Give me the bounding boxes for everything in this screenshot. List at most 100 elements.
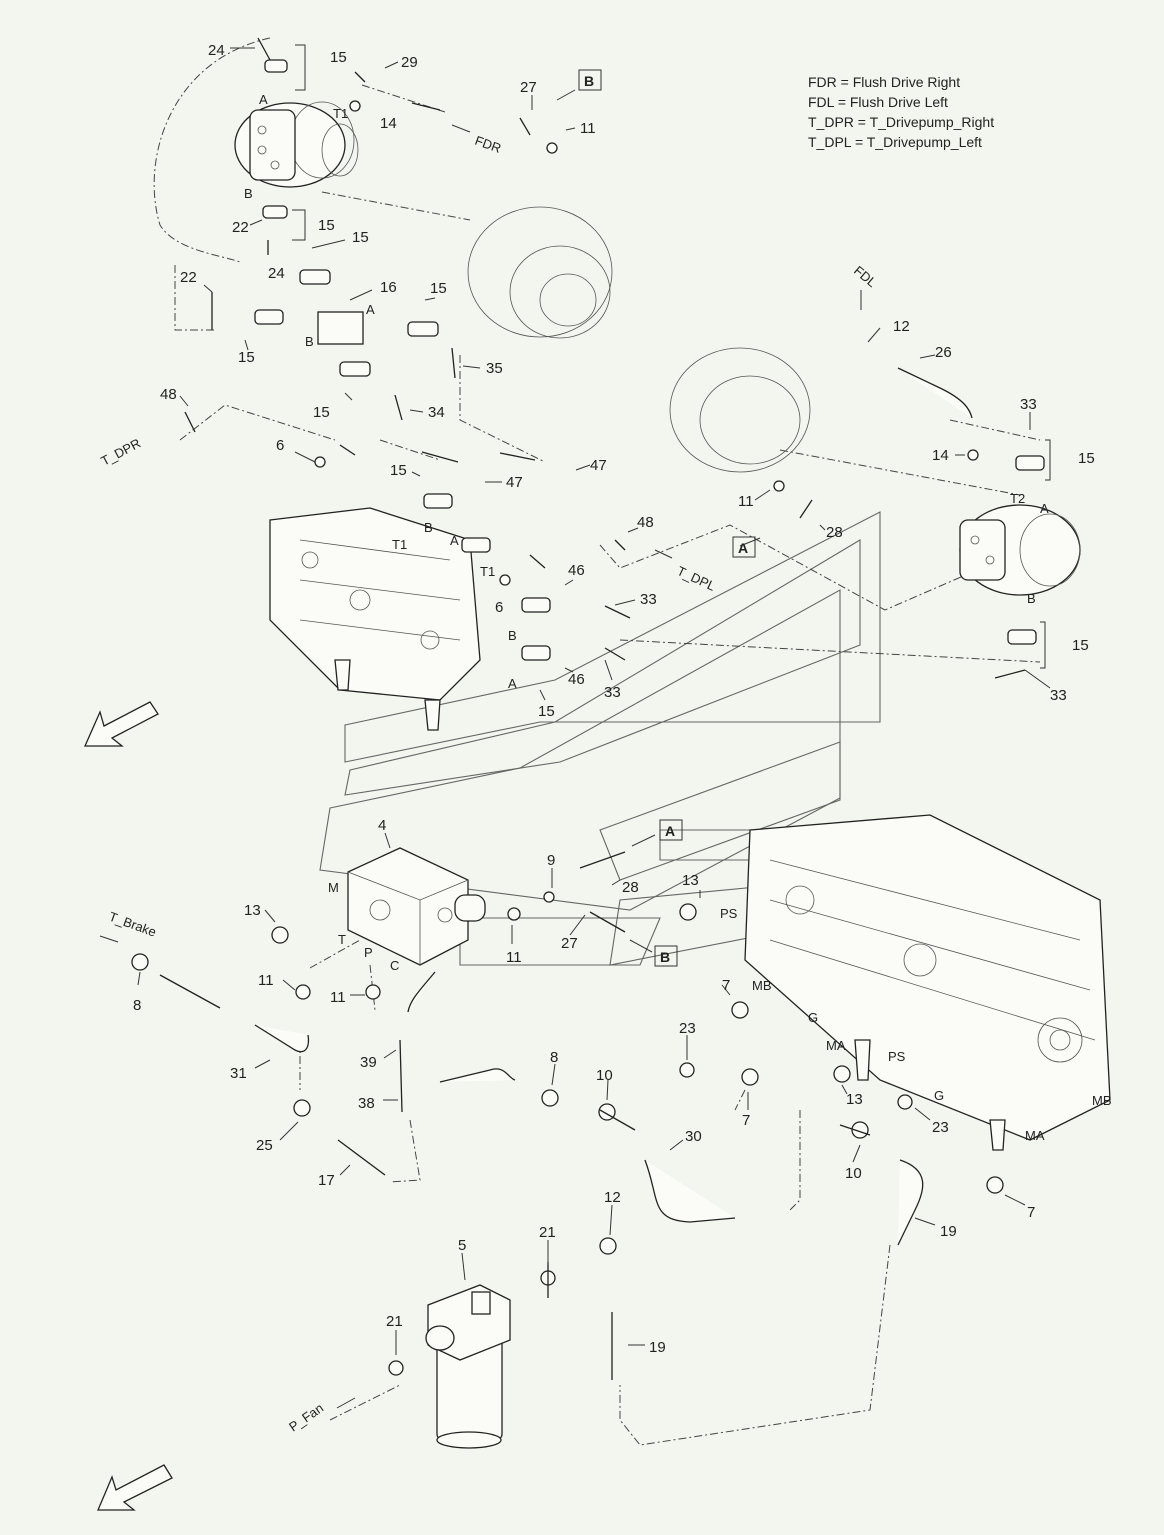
ref-box-a-mid: A: [665, 823, 675, 839]
callout-46-a: 46: [568, 562, 585, 579]
flow-label-p-fan: P_Fan: [286, 1400, 326, 1434]
callout-47-b: 47: [590, 457, 607, 474]
fittings: [131, 59, 1045, 1376]
legend-line-fdl: FDL = Flush Drive Left: [808, 94, 948, 110]
filter-housing: [425, 1284, 511, 1449]
callout-12-b: 12: [604, 1189, 621, 1206]
callout-6-a: 6: [276, 437, 284, 454]
flow-label-t-dpl: T_DPL: [675, 563, 718, 594]
port-t1-2: T1: [392, 537, 407, 552]
callout-22-b: 22: [180, 269, 197, 286]
flow-label-t-brake: T_Brake: [107, 909, 158, 940]
legend: FDR = Flush Drive Right FDL = Flush Driv…: [808, 72, 994, 152]
callout-15-h: 15: [1078, 450, 1095, 467]
callout-30: 30: [685, 1128, 702, 1145]
callout-46-b: 46: [568, 671, 585, 688]
flow-arrows: [99, 89, 862, 1409]
callout-7-b: 7: [742, 1112, 750, 1129]
callout-8-a: 8: [133, 997, 141, 1014]
callout-12-a: 12: [893, 318, 910, 335]
callout-10-b: 10: [845, 1165, 862, 1182]
callout-15-a: 15: [330, 49, 347, 66]
port-a-4: A: [508, 676, 517, 691]
flow-labels: FDR FDL T_DPR T_DPL T_Brake P_Fan: [98, 133, 879, 1435]
callout-14-b: 14: [932, 447, 949, 464]
callout-24-b: 24: [268, 265, 285, 282]
port-t1-1: T1: [333, 106, 348, 121]
callout-7-a: 7: [722, 977, 730, 994]
callout-15-g: 15: [390, 462, 407, 479]
port-a-5: A: [1040, 501, 1049, 516]
callout-21-b: 21: [386, 1313, 403, 1330]
callout-21-a: 21: [539, 1224, 556, 1241]
callout-29: 29: [401, 54, 418, 71]
drive-motor-left: [234, 101, 359, 188]
callout-9: 9: [547, 852, 555, 869]
port-b-2: B: [305, 334, 314, 349]
hoses: [159, 37, 1026, 1380]
ref-boxes: B A A B: [578, 69, 756, 967]
flow-label-t-dpr: T_DPR: [98, 435, 143, 468]
direction-arrows: [84, 701, 173, 1511]
callout-39: 39: [360, 1054, 377, 1071]
legend-line-fdr: FDR = Flush Drive Right: [808, 74, 961, 90]
callout-6-b: 6: [495, 599, 503, 616]
callout-19-a: 19: [940, 1223, 957, 1240]
drive-pump-upper: [269, 507, 481, 731]
callout-15-j: 15: [1072, 637, 1089, 654]
callout-15-f: 15: [313, 404, 330, 421]
port-t2: T2: [1010, 491, 1025, 506]
callout-23-a: 23: [679, 1020, 696, 1037]
legend-line-t-dpr: T_DPR = T_Drivepump_Right: [808, 114, 995, 130]
port-b-3: B: [424, 520, 433, 535]
valve-block: [347, 847, 486, 966]
port-labels: A T1 B A B T1 B A T1 B A T2 A B M T P C …: [244, 92, 1112, 1143]
port-c: C: [390, 958, 399, 973]
port-m: M: [328, 880, 339, 895]
port-a-2: A: [366, 302, 375, 317]
callout-13-b: 13: [682, 872, 699, 889]
port-ps-1: PS: [720, 906, 738, 921]
port-mb-2: MB: [1092, 1093, 1112, 1108]
ref-box-b-top: B: [584, 73, 594, 89]
gearbox-ghost-right: [669, 347, 811, 473]
port-b-1: B: [244, 186, 253, 201]
direction-arrow-upper: [84, 701, 159, 747]
callout-26: 26: [935, 344, 952, 361]
callout-15-b: 15: [318, 217, 335, 234]
callout-15-d: 15: [430, 280, 447, 297]
callout-19-b: 19: [649, 1339, 666, 1356]
drive-pump-lower: [744, 814, 1111, 1151]
callout-13-c: 13: [846, 1091, 863, 1108]
ref-box-b-mid: B: [660, 949, 670, 965]
callout-13-a: 13: [244, 902, 261, 919]
callout-11-c: 11: [506, 949, 522, 966]
callout-25: 25: [256, 1137, 273, 1154]
callout-14-a: 14: [380, 115, 397, 132]
port-g-2: G: [934, 1088, 944, 1103]
ref-box-a-right: A: [738, 540, 748, 556]
callout-8-b: 8: [550, 1049, 558, 1066]
direction-arrow-lower: [97, 1464, 173, 1511]
callout-numbers: 24 15 29 27 14 11 22 15 15 24 22 16 15 1…: [133, 42, 1095, 1356]
callout-33-c: 33: [604, 684, 621, 701]
callout-27-b: 27: [561, 935, 578, 952]
callout-5: 5: [458, 1237, 466, 1254]
callout-17: 17: [318, 1172, 335, 1189]
leader-lines: [137, 44, 1051, 1355]
callout-24-a: 24: [208, 42, 225, 59]
callout-10-a: 10: [596, 1067, 613, 1084]
callout-11-e: 11: [330, 989, 346, 1006]
callout-22-a: 22: [232, 219, 249, 236]
callout-48-b: 48: [637, 514, 654, 531]
callout-11-d: 11: [258, 972, 274, 989]
callout-48-a: 48: [160, 386, 177, 403]
callout-28-a: 28: [826, 524, 843, 541]
port-a-1: A: [259, 92, 268, 107]
callout-27-a: 27: [520, 79, 537, 96]
routing-lines: [153, 37, 1041, 1446]
port-g-1: G: [808, 1010, 818, 1025]
gearbox-ghost-top: [467, 206, 613, 339]
